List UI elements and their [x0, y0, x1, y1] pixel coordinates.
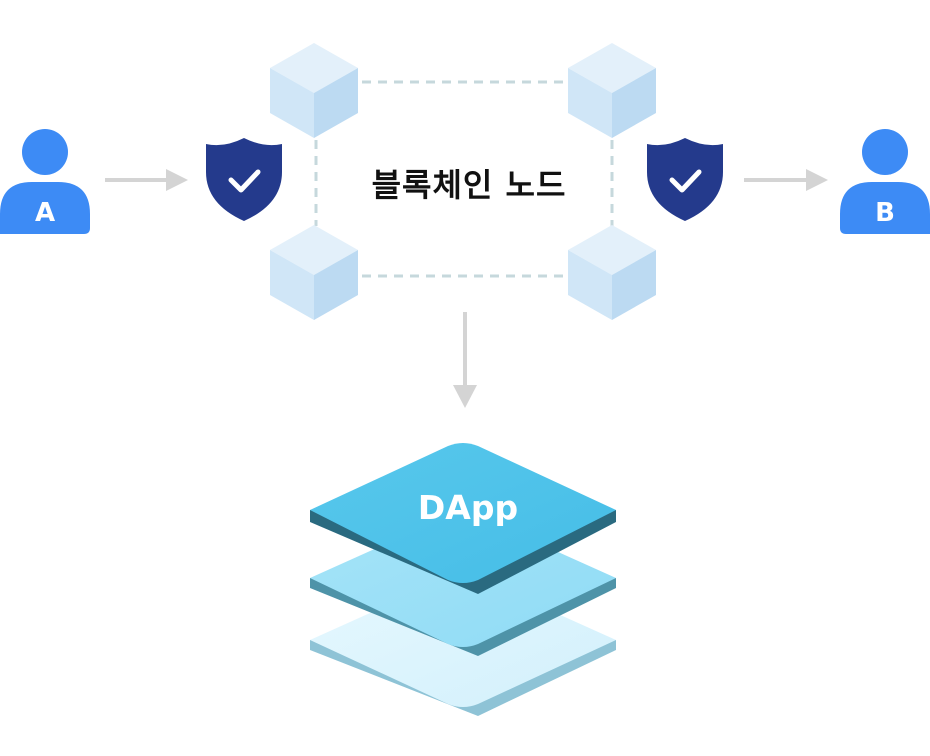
- user-b-icon: [840, 129, 930, 234]
- dapp-label: DApp: [418, 488, 518, 527]
- node-connections: [314, 80, 614, 278]
- blockchain-node-label: 블록체인 노드: [372, 166, 567, 204]
- cube-top-left: [270, 43, 358, 138]
- user-a-icon: [0, 129, 90, 234]
- cube-bottom-right: [568, 225, 656, 320]
- arrow-shield-to-user-b: [744, 169, 828, 191]
- user-a-letter: A: [35, 198, 55, 228]
- cube-bottom-left: [270, 225, 358, 320]
- user-b-letter: B: [875, 198, 895, 228]
- arrow-nodes-to-dapp: [453, 312, 477, 408]
- shield-check-icon-right: [647, 138, 723, 221]
- shield-check-icon-left: [206, 138, 282, 221]
- dapp-layer-top: [310, 443, 616, 594]
- user-b: B: [840, 129, 930, 234]
- arrow-user-a-to-shield: [105, 169, 188, 191]
- user-a: A: [0, 129, 90, 234]
- cube-top-right: [568, 43, 656, 138]
- dapp-stack: DApp: [310, 443, 616, 716]
